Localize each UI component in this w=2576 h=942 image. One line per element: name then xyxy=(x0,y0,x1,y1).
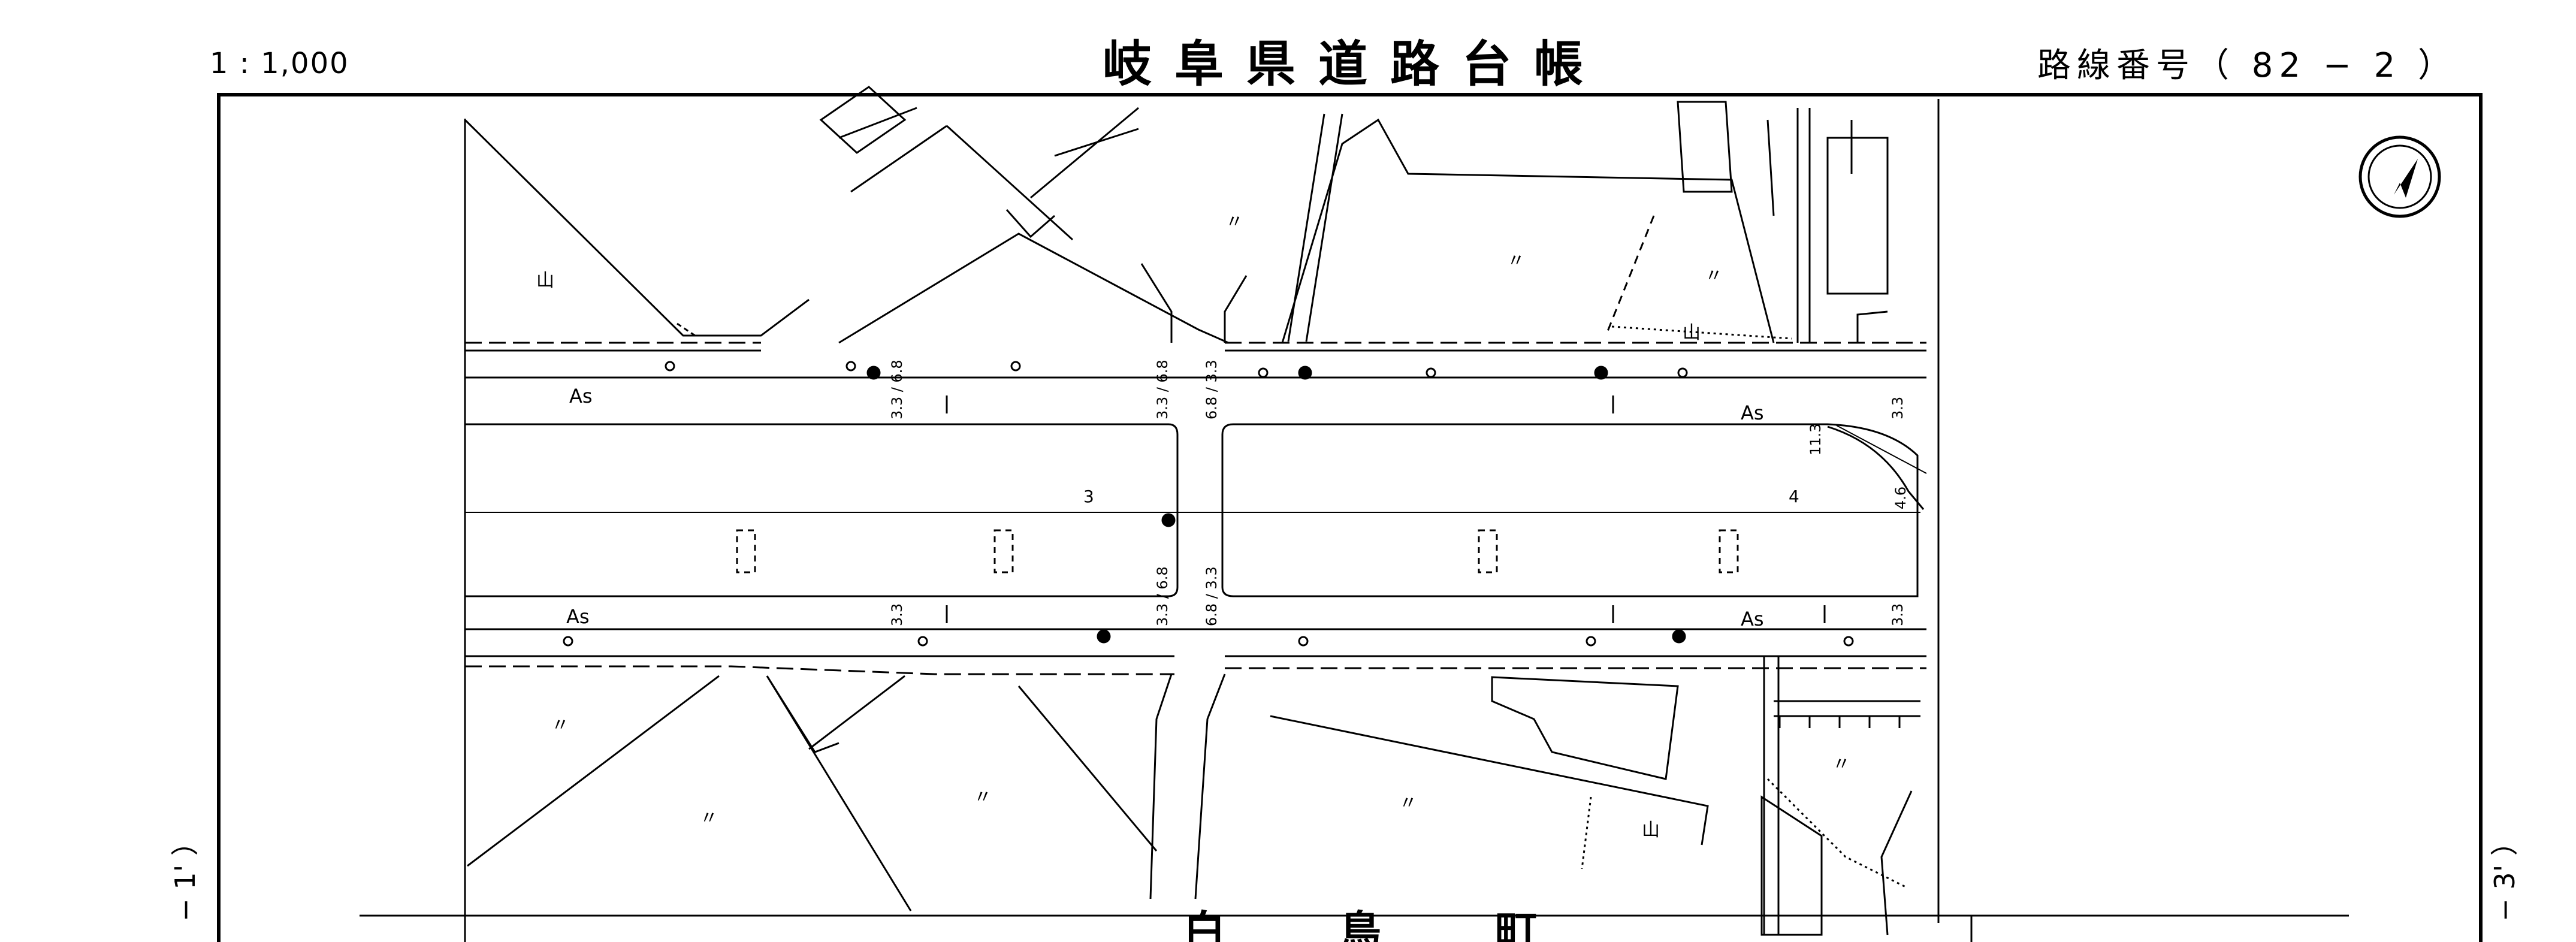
north-arrow-icon xyxy=(2358,135,2441,218)
scale-label: 1 : 1,000 xyxy=(210,47,349,80)
width-label: 3.3 / 6.8 xyxy=(1154,566,1171,626)
town-name: 白 鳥 町 xyxy=(1183,907,1573,942)
width-label: 4.6 xyxy=(1892,487,1909,509)
land-use-mark: 山 xyxy=(536,270,554,291)
utility-markers xyxy=(563,361,1854,647)
land-use-mark: 〃 xyxy=(1225,212,1243,233)
map-frame xyxy=(217,93,2483,942)
side-street-south xyxy=(1149,674,1226,899)
land-use-mark: 〃 xyxy=(974,787,992,808)
sheet-ref-left: − 1' ） xyxy=(169,828,201,922)
road-surface-label: As xyxy=(569,385,593,407)
width-label: 6.8 / 3.3 xyxy=(1203,360,1220,419)
width-label: 3.3 xyxy=(889,603,905,626)
width-label: 11.3 xyxy=(1807,424,1824,455)
carriageway-boxes xyxy=(736,529,1739,573)
station-mark: 4 xyxy=(1789,487,1799,506)
width-label: 6.8 / 3.3 xyxy=(1203,566,1220,626)
main-road xyxy=(465,342,1927,675)
road-surface-label: As xyxy=(1741,401,1764,424)
land-use-mark: 山 xyxy=(1683,322,1701,343)
width-label: 3.3 / 6.8 xyxy=(889,360,905,419)
land-use-mark: 山 xyxy=(1642,820,1660,841)
width-label: 3.3 xyxy=(1889,603,1906,626)
land-use-mark: 〃 xyxy=(551,715,569,736)
land-use-mark: 〃 xyxy=(700,808,718,829)
page-title: 岐阜県道路台帳 xyxy=(1103,35,1606,93)
width-label: 3.3 / 6.8 xyxy=(1154,360,1171,419)
land-use-mark: 〃 xyxy=(1399,793,1417,814)
south-parcels xyxy=(467,675,1920,936)
north-parcels xyxy=(464,86,1889,344)
route-number: 路線番号（ 82 − 2 ） xyxy=(2037,46,2458,85)
land-use-mark: 〃 xyxy=(1705,265,1723,286)
land-use-mark: 〃 xyxy=(1507,250,1525,271)
land-use-mark: 〃 xyxy=(1832,754,1850,775)
side-street-north xyxy=(1140,263,1248,343)
sheet-ref-right: − 3' ） xyxy=(2489,828,2521,922)
side-street-east xyxy=(1763,108,1811,935)
station-mark: 3 xyxy=(1083,487,1094,506)
road-surface-label: As xyxy=(1741,608,1764,630)
lane-arrows xyxy=(946,395,1826,623)
width-label: 3.3 xyxy=(1889,397,1906,419)
road-surface-label: As xyxy=(566,605,590,628)
